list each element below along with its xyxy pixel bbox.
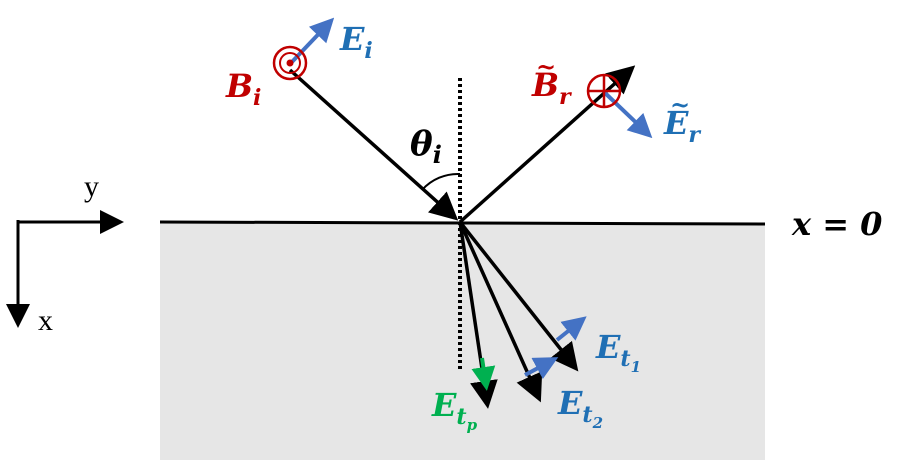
transmitted-ray-2	[458, 221, 543, 403]
theta-i-label: θi	[410, 124, 442, 169]
x-axis-label: x	[38, 304, 53, 337]
E-t1-vector	[555, 316, 587, 342]
B-i-label: Bi	[225, 67, 261, 111]
E-i-vector	[288, 17, 335, 66]
E-t2-vector	[524, 357, 559, 380]
out-of-page-circle-icon	[272, 45, 308, 81]
B-r-label: Br	[531, 66, 572, 110]
incident-ray	[288, 68, 459, 221]
E-t1-label: Et1	[595, 328, 641, 376]
interface-label: x = 0	[791, 205, 882, 243]
y-axis-label: y	[84, 170, 99, 203]
B-r-tilde: ~	[536, 52, 556, 81]
E-t2-label: Et2	[557, 384, 603, 432]
coordinate-axes: y x	[6, 170, 124, 337]
E-r-vector	[602, 90, 653, 139]
reflected-ray	[458, 65, 636, 224]
E-r-label: Er	[663, 104, 701, 148]
incidence-angle-arc	[421, 172, 461, 191]
lower-medium	[160, 223, 765, 460]
E-tp-label: Etp	[431, 386, 478, 434]
into-page-circle-icon	[586, 73, 622, 109]
E-r-tilde: ~	[670, 90, 690, 119]
E-tp-vector	[471, 357, 496, 391]
E-i-label: Ei	[339, 20, 373, 64]
transmitted-ray-1	[458, 220, 579, 372]
